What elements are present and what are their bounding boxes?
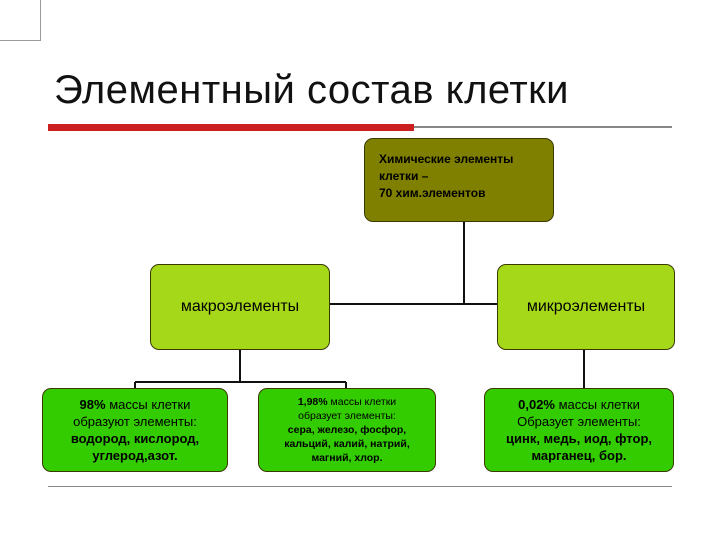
micro-leaf-0-02-percent: 0,02% массы клетки Образует элементы: ци…: [484, 388, 674, 472]
leaf3-line1: массы клетки: [555, 397, 640, 412]
micro-label: микроэлементы: [526, 298, 646, 315]
leaf2-line2: образует элементы:: [298, 410, 396, 422]
macro-leaf-1-98-percent: 1,98% массы клетки образует элементы: се…: [258, 388, 436, 472]
leaf1-line2: образуют элементы:: [73, 414, 197, 429]
macro-label: макроэлементы: [180, 298, 300, 315]
leaf2-line3: сера, железо, фосфор,: [287, 424, 407, 436]
root-line-3: 70 хим.элементов: [379, 186, 486, 200]
leaf2-percent: 1,98%: [297, 396, 328, 408]
root-line-2: клетки –: [379, 169, 429, 183]
root-line-1: Химические элементы: [379, 152, 514, 166]
leaf1-percent: 98%: [79, 397, 106, 412]
slide-title: Элементный состав клетки: [54, 68, 570, 112]
footer-divider: [48, 486, 672, 487]
title-accent-bar: [48, 124, 414, 131]
micro-elements-node: микроэлементы: [497, 264, 675, 350]
leaf3-line3: цинк, медь, иод, фтор,: [505, 431, 652, 446]
macro-elements-node: макроэлементы: [150, 264, 330, 350]
leaf3-line4: марганец, бор.: [531, 448, 627, 463]
leaf2-line4: кальций, калий, натрий,: [284, 438, 410, 450]
macro-leaf-98-percent: 98% массы клетки образуют элементы: водо…: [42, 388, 228, 472]
leaf3-percent: 0,02%: [518, 397, 555, 412]
corner-decoration: [0, 0, 41, 41]
leaf1-line3: водород, кислород,: [70, 431, 200, 446]
leaf2-line5: магний, хлор.: [311, 452, 383, 464]
leaf1-line1: массы клетки: [105, 397, 191, 412]
root-node-chemical-elements: Химические элементы клетки – 70 хим.элем…: [364, 138, 554, 222]
leaf2-line1: массы клетки: [327, 396, 397, 408]
leaf1-line4: углерод,азот.: [92, 448, 178, 463]
title-underline: [414, 126, 672, 128]
leaf3-line2: Образует элементы:: [517, 414, 641, 429]
